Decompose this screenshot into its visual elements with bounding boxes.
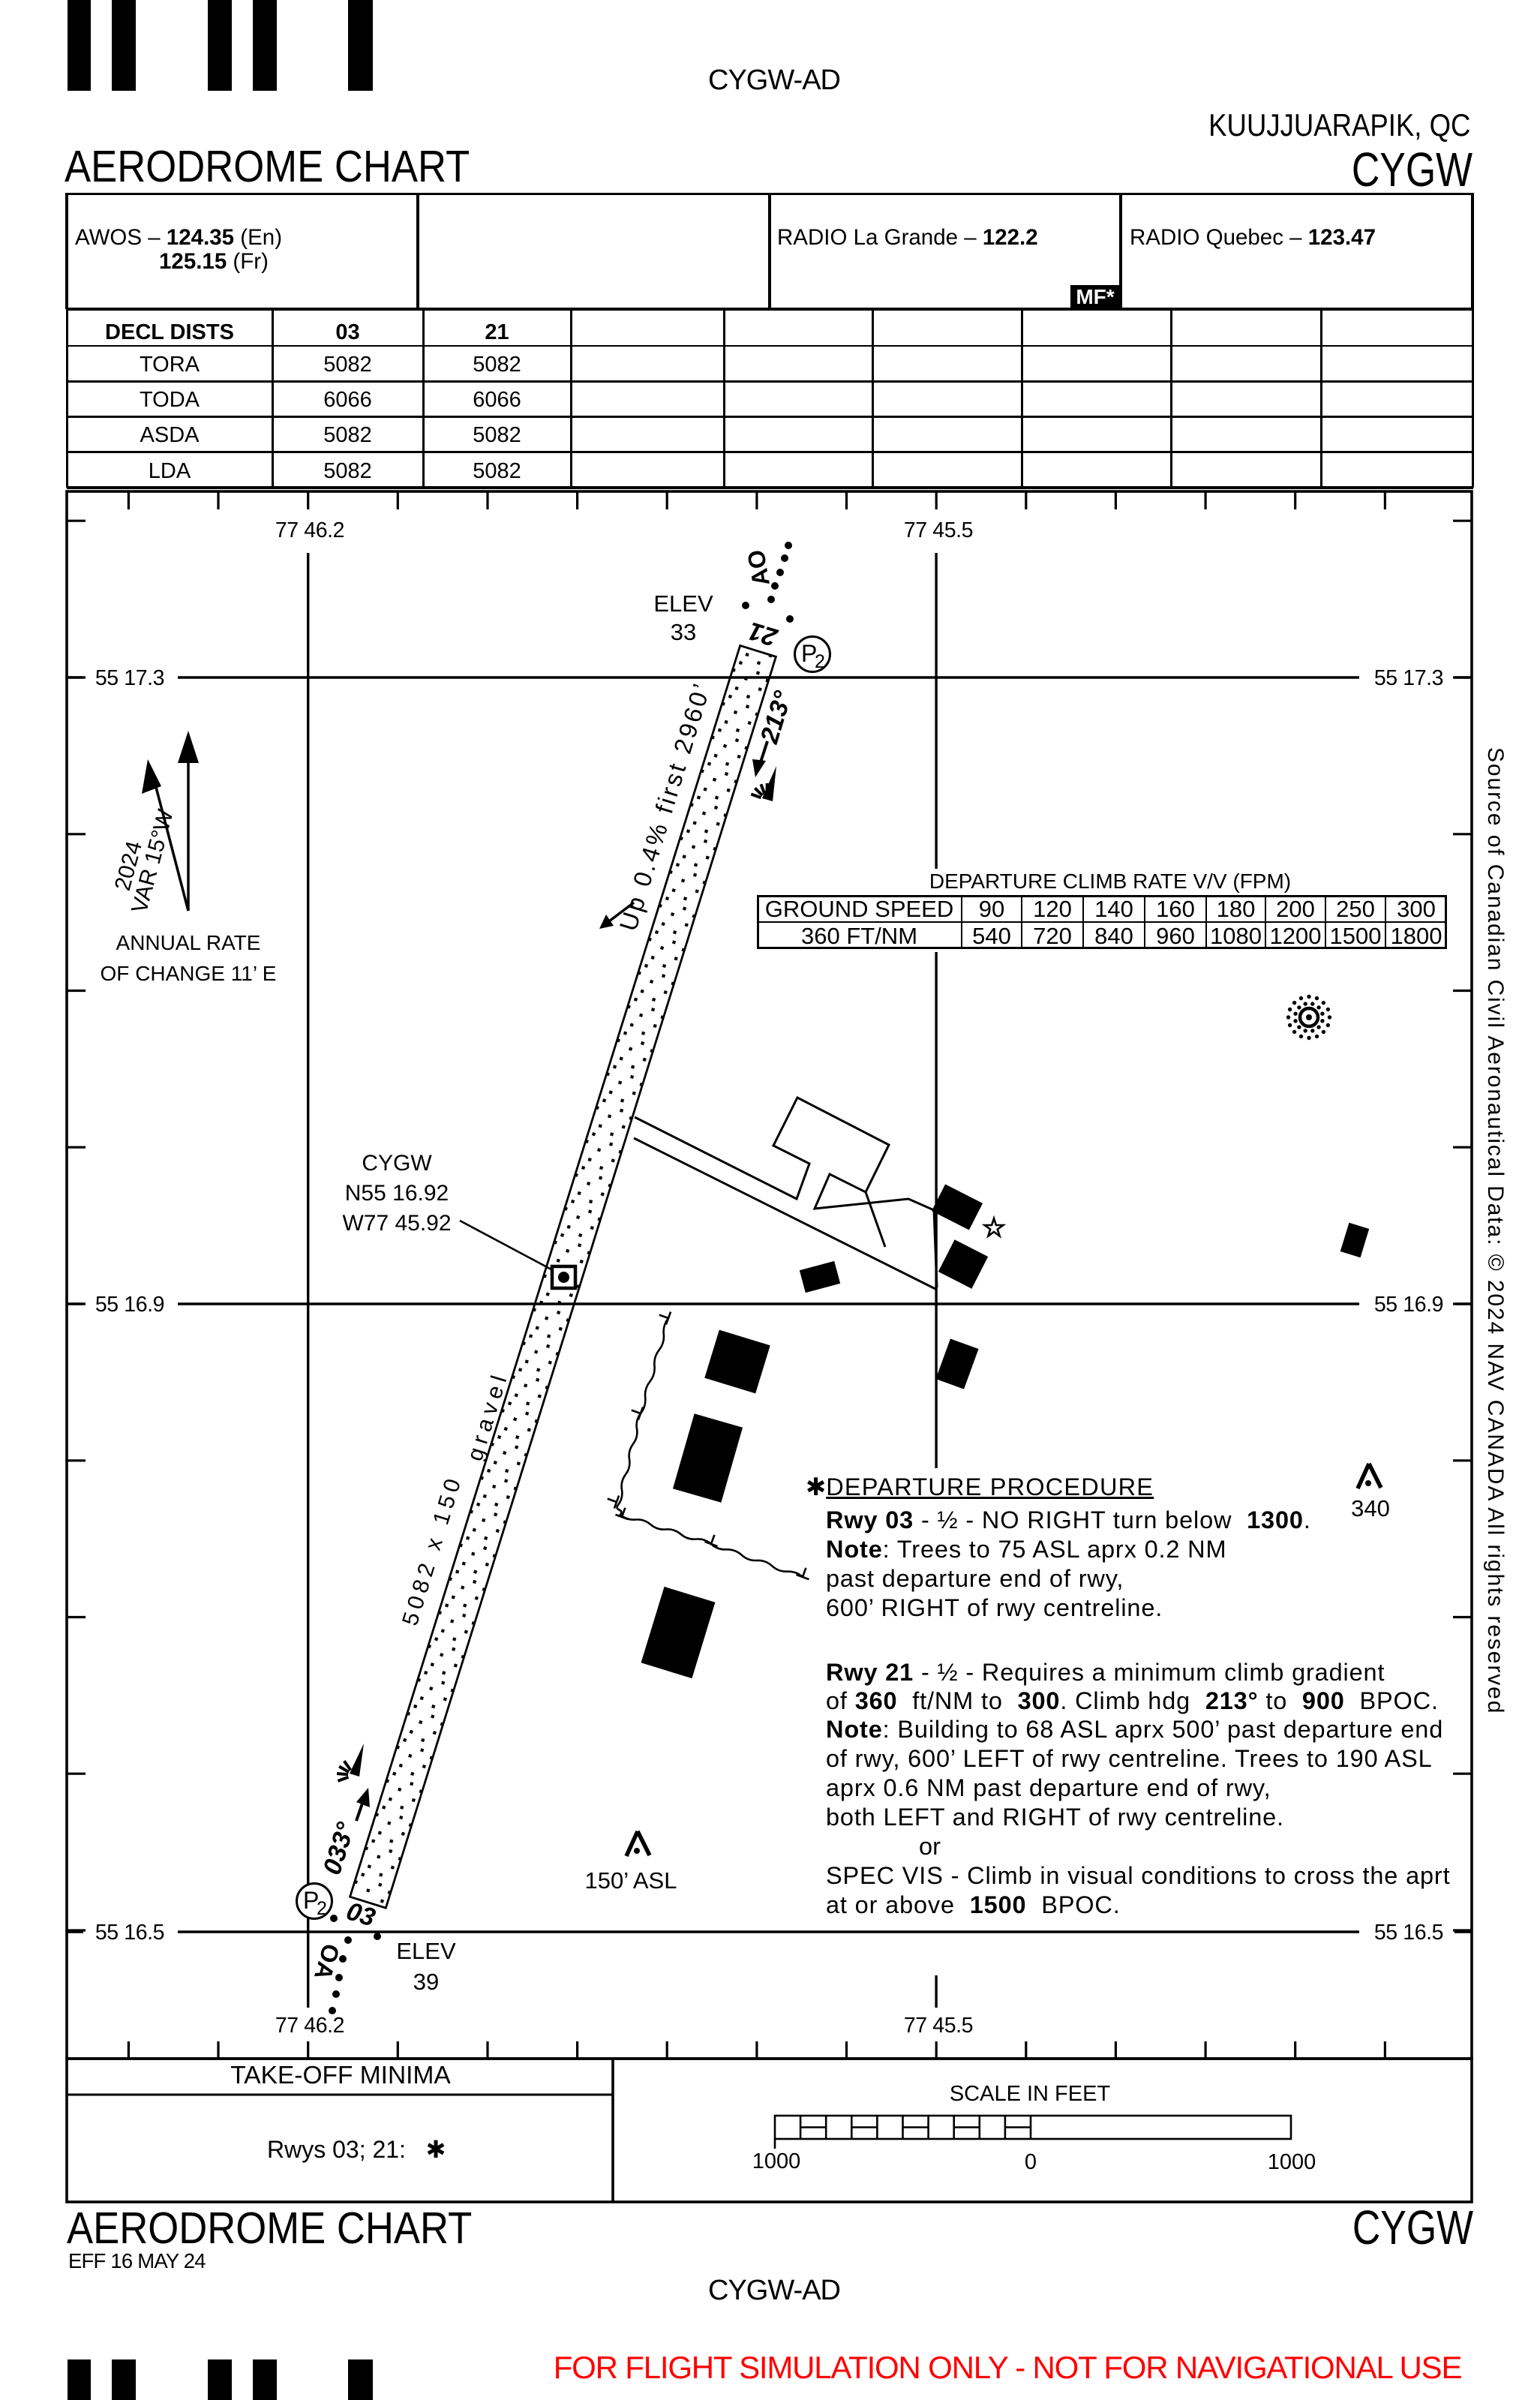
svg-text:2: 2	[317, 1898, 327, 1919]
svg-text:55 16.9: 55 16.9	[1374, 1293, 1443, 1317]
svg-text:N55 16.92: N55 16.92	[345, 1181, 449, 1206]
svg-text:77 46.2: 77 46.2	[275, 2014, 344, 2038]
svg-text:55 16.9: 55 16.9	[95, 1293, 164, 1317]
svg-text:0: 0	[1025, 2150, 1037, 2174]
svg-text:340: 340	[1351, 1495, 1390, 1521]
svg-text:ANNUAL RATE: ANNUAL RATE	[116, 931, 261, 954]
svg-text:SCALE IN FEET: SCALE IN FEET	[950, 2082, 1111, 2106]
svg-text:55 17.3: 55 17.3	[1374, 666, 1443, 690]
svg-text:55 16.5: 55 16.5	[95, 1921, 164, 1945]
svg-text:ELEV: ELEV	[396, 1938, 456, 1964]
svg-text:77 46.2: 77 46.2	[275, 518, 344, 542]
svg-text:55 17.3: 55 17.3	[95, 666, 164, 690]
svg-text:21: 21	[745, 616, 781, 652]
svg-text:033°: 033°	[318, 1819, 361, 1878]
svg-text:CYGW: CYGW	[362, 1151, 432, 1176]
svg-text:1000: 1000	[752, 2149, 801, 2173]
svg-text:W77 45.92: W77 45.92	[342, 1211, 451, 1236]
svg-text:77 45.5: 77 45.5	[904, 2014, 973, 2038]
svg-text:33: 33	[671, 619, 696, 645]
svg-text:P: P	[801, 640, 817, 667]
svg-text:1000: 1000	[1268, 2150, 1316, 2174]
svg-text:77 45.5: 77 45.5	[904, 518, 973, 542]
svg-text:ELEV: ELEV	[653, 590, 713, 617]
svg-text:2: 2	[815, 651, 825, 672]
svg-text:AO: AO	[742, 548, 775, 588]
svg-text:OF CHANGE 11’ E: OF CHANGE 11’ E	[101, 962, 277, 985]
svg-text:P: P	[303, 1887, 319, 1914]
svg-text:55 16.5: 55 16.5	[1374, 1921, 1443, 1945]
svg-text:39: 39	[413, 1969, 439, 1995]
svg-text:Source of Canadian Civil Aeron: Source of Canadian Civil Aeronautical Da…	[1483, 747, 1508, 1714]
svg-text:150’ ASL: 150’ ASL	[585, 1867, 677, 1894]
